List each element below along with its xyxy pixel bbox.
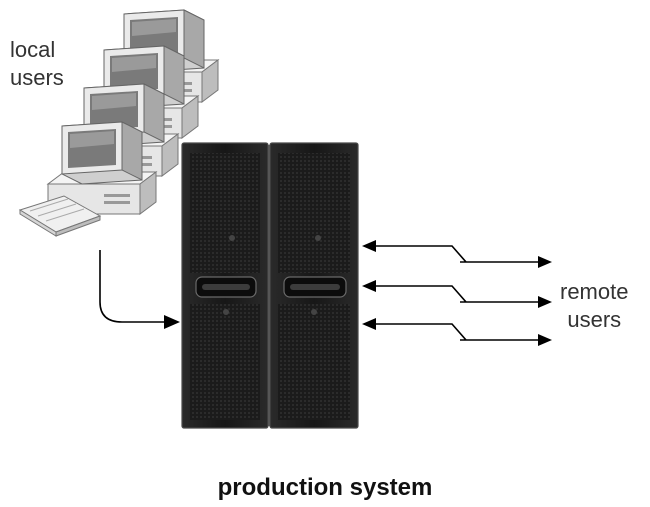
local-connector — [99, 250, 180, 329]
remote-users-label: remote users — [560, 278, 628, 334]
production-system-caption: production system — [217, 474, 433, 501]
remote-users-line1: remote — [560, 279, 629, 304]
remote-link-arrow — [362, 280, 552, 308]
remote-link-arrow — [362, 318, 552, 346]
remote-links — [362, 240, 552, 346]
remote-users-line2: users — [567, 307, 622, 332]
local-users-line1: local — [10, 37, 56, 62]
server-rack-icon — [181, 142, 359, 429]
local-users-label: local users — [10, 36, 64, 92]
local-users-line2: users — [10, 65, 64, 90]
remote-link-arrow — [362, 240, 552, 268]
